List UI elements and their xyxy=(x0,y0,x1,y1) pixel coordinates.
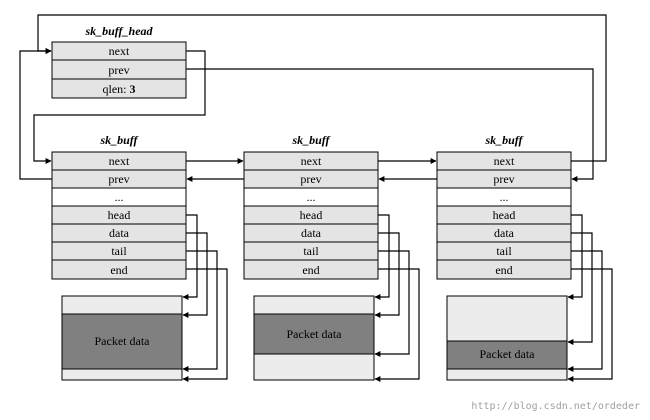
sk-buff-2: sk_buff next prev ... head data tail end xyxy=(243,133,379,280)
sk-buff-2-tail-pointer xyxy=(374,250,410,357)
packet-buffer-1: Packet data xyxy=(61,295,183,381)
sk-buff-3-ellipsis-label: ... xyxy=(500,190,509,204)
qlen-label: qlen: xyxy=(103,82,130,96)
sk-buff-3-head-pointer xyxy=(567,214,583,300)
head-next-pointer xyxy=(33,50,206,164)
sk-buff-1-head-pointer xyxy=(182,214,198,300)
sk-buff-1-title: sk_buff xyxy=(99,133,138,147)
sk-buff-head-struct: sk_buff_head next prev qlen: 3 xyxy=(51,24,187,99)
packet-buffer-2-label: Packet data xyxy=(287,327,343,341)
sk-buff-1-head-label: head xyxy=(108,208,131,222)
sk-buff-3-next-label: next xyxy=(494,154,515,168)
sk-buff-2-head-label: head xyxy=(300,208,323,222)
sk-buff-2-data-pointer xyxy=(374,232,400,318)
sk-buff-2-next-label: next xyxy=(301,154,322,168)
sk-buff-3-title: sk_buff xyxy=(484,133,523,147)
sk-buff-2-data-label: data xyxy=(301,226,322,240)
sk-buff-1-ellipsis-label: ... xyxy=(115,190,124,204)
sk-buff-1: sk_buff next prev ... head data tail end xyxy=(51,133,187,280)
sk-buff-2-prev-label: prev xyxy=(300,172,321,186)
packet-buffer-1-label: Packet data xyxy=(95,334,151,348)
head-next-label: next xyxy=(109,44,130,58)
head-qlen-label: qlen: 3 xyxy=(103,82,136,96)
sk-buff-2-data-pointers xyxy=(374,214,420,382)
sk-buff-1-data-pointers xyxy=(182,214,228,382)
sk-buff-1-end-pointer xyxy=(182,268,228,382)
sk-buff-3-data-label: data xyxy=(494,226,515,240)
packet-buffer-3-data-region xyxy=(446,340,568,370)
sk-buff-3-head-label: head xyxy=(493,208,516,222)
head-prev-label: prev xyxy=(108,63,129,77)
sk-buff-2-end-label: end xyxy=(302,263,319,277)
sk-buff-1-prev-pointer xyxy=(19,48,52,180)
sk-buff-1-tail-pointer xyxy=(182,250,218,372)
sk-buff-1-data-pointer xyxy=(182,232,208,318)
sk-buff-1-next-label: next xyxy=(109,154,130,168)
sk-buff-head-title: sk_buff_head xyxy=(84,24,153,38)
packet-buffer-3: Packet data xyxy=(446,295,568,381)
sk-buff-3-end-pointer xyxy=(567,268,613,382)
head-qlen-field xyxy=(51,78,187,99)
packet-buffer-2: Packet data xyxy=(253,295,375,381)
packet-buffer-2-data-region xyxy=(253,313,375,355)
sk-buff-1-prev-label: prev xyxy=(108,172,129,186)
packet-buffer-3-label: Packet data xyxy=(480,347,536,361)
sk-buff-2-end-pointer xyxy=(374,268,420,382)
sk-buff-3-tail-label: tail xyxy=(496,244,512,258)
sk-buff-3-prev-label: prev xyxy=(493,172,514,186)
watermark-url: http://blog.csdn.net/ordeder xyxy=(471,401,640,412)
sk-buff-3-end-label: end xyxy=(495,263,512,277)
sk-buff-3: sk_buff next prev ... head data tail end xyxy=(436,133,572,280)
sk-buff-1-end-label: end xyxy=(110,263,127,277)
packet-buffer-1-data-region xyxy=(61,313,183,370)
sk-buff-3-tail-pointer xyxy=(567,250,603,372)
qlen-value: 3 xyxy=(130,82,136,96)
sk-buff-3-next-pointer xyxy=(37,14,607,162)
sk-buff-3-data-pointer xyxy=(567,232,593,345)
sk-buff-2-tail-label: tail xyxy=(303,244,319,258)
sk-buff-2-ellipsis-label: ... xyxy=(307,190,316,204)
head-prev-pointer xyxy=(186,68,594,182)
sk-buff-2-head-pointer xyxy=(374,214,390,300)
sk-buff-2-title: sk_buff xyxy=(291,133,330,147)
sk-buff-1-data-label: data xyxy=(109,226,130,240)
sk-buff-3-data-pointers xyxy=(567,214,613,382)
sk-buff-1-tail-label: tail xyxy=(111,244,127,258)
list-pointers xyxy=(19,14,607,182)
